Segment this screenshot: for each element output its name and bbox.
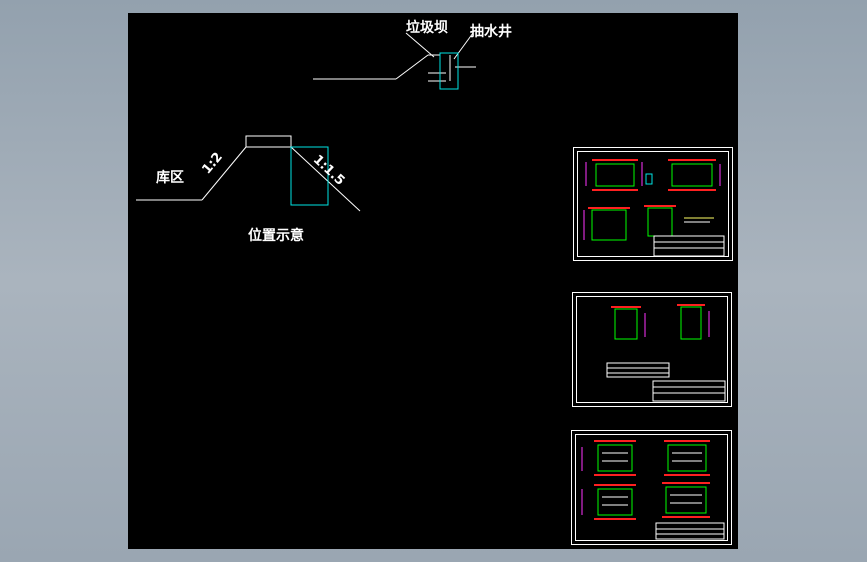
sheet-frame: [575, 434, 728, 541]
sheet-frame: [577, 151, 729, 257]
well-body: [290, 146, 329, 206]
reservoir-label: 库区: [156, 170, 184, 186]
sheet-thumbnail-1[interactable]: [573, 147, 733, 261]
dam-crest: [245, 135, 292, 148]
caption: 位置示意: [248, 228, 304, 244]
sheet-frame: [576, 296, 728, 403]
well-leader: [453, 32, 474, 60]
top-detail: [313, 32, 476, 90]
sheet-1-drawing: [583, 159, 725, 257]
sheet-3-drawing: [581, 440, 725, 540]
dam-leader: [405, 32, 435, 58]
sheet-thumbnail-2[interactable]: [572, 292, 732, 407]
upstream-slope: [201, 146, 247, 201]
drawing-canvas[interactable]: 垃圾坝 抽水井 库区 1:2 1:1.5 位置示意: [128, 13, 738, 549]
well-outline: [439, 52, 459, 90]
middle-detail: [136, 135, 361, 212]
sheet-2-drawing: [606, 304, 726, 402]
well-label: 抽水井: [470, 24, 512, 40]
downstream-slope: [290, 146, 361, 212]
dam-slope: [395, 54, 429, 80]
main-drawing: [136, 32, 476, 212]
dam-label: 垃圾坝: [406, 20, 448, 36]
sheet-thumbnail-3[interactable]: [571, 430, 732, 545]
